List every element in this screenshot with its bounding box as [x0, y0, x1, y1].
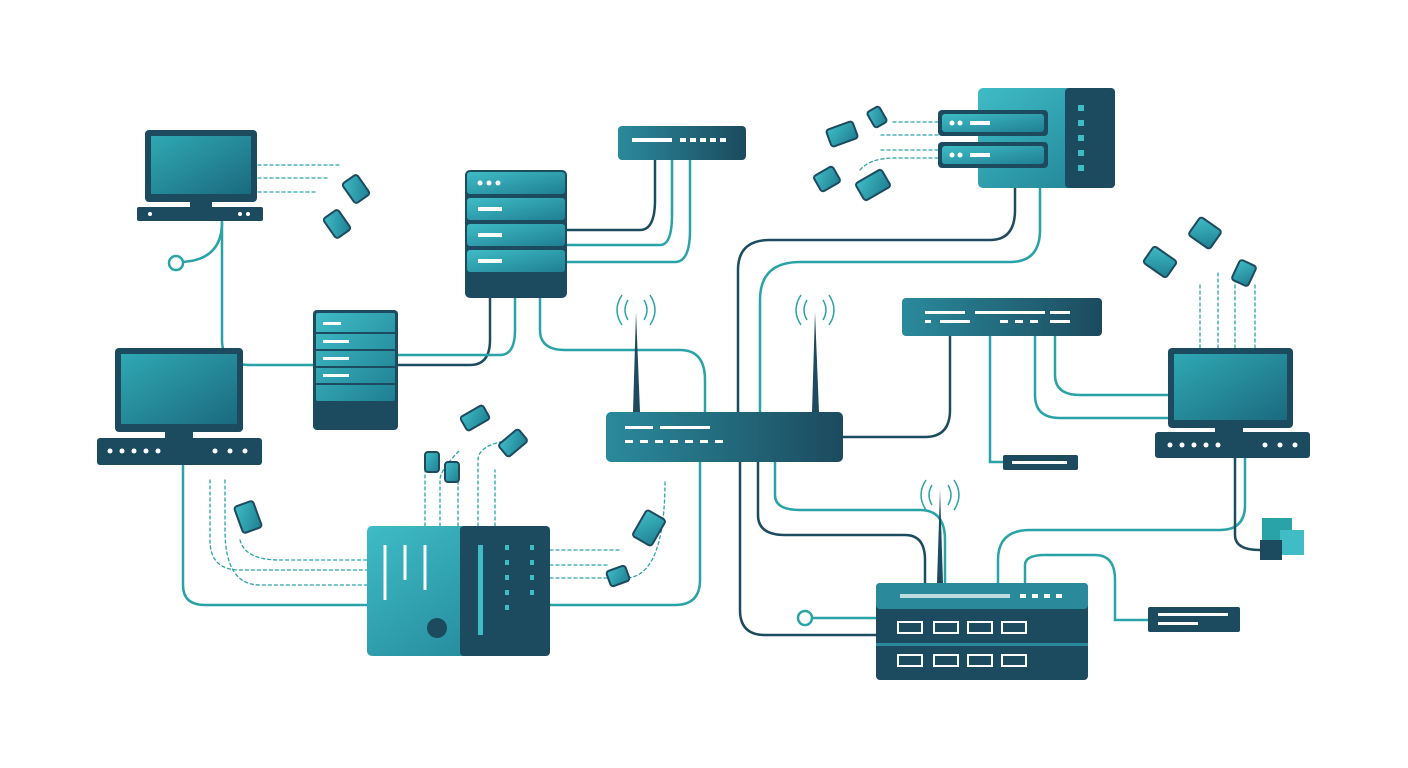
- cable: [841, 334, 952, 439]
- dashed-link: [1199, 269, 1256, 349]
- cable: [181, 463, 369, 607]
- cable: [758, 186, 1042, 414]
- wifi-signal-icon: [616, 294, 835, 326]
- desktop-computer-right[interactable]: [1155, 348, 1310, 458]
- server-rack-top-right[interactable]: [938, 88, 1115, 188]
- cable: [220, 220, 315, 367]
- desktop-computer-top-left[interactable]: [137, 130, 263, 221]
- small-network-device[interactable]: [1003, 455, 1078, 470]
- cable-endpoint: [796, 609, 814, 627]
- cables: [167, 121, 1262, 637]
- cable-endpoint: [167, 254, 185, 272]
- desktop-computer-left[interactable]: [97, 348, 262, 465]
- network-switch-right[interactable]: [902, 298, 1102, 336]
- patch-panel[interactable]: [367, 526, 550, 656]
- dashed-link: [859, 121, 939, 171]
- cable: [773, 460, 947, 585]
- small-server[interactable]: [313, 310, 398, 430]
- cable: [396, 296, 492, 367]
- cable: [565, 158, 657, 232]
- dashed-link: [209, 479, 368, 586]
- cable: [176, 220, 224, 264]
- server-tower[interactable]: [465, 170, 567, 298]
- cable: [736, 186, 1017, 414]
- cable: [738, 460, 878, 637]
- connector-plugs: [233, 105, 1304, 588]
- cable: [548, 460, 702, 607]
- cable: [756, 460, 927, 585]
- cable: [565, 158, 692, 264]
- cable: [1053, 334, 1170, 397]
- network-switch-top[interactable]: [618, 126, 746, 160]
- network-switch-bottom-right[interactable]: [876, 479, 1088, 680]
- cable: [538, 296, 707, 414]
- small-network-device[interactable]: [1148, 607, 1240, 632]
- cable: [1023, 553, 1150, 622]
- cable: [396, 296, 517, 357]
- cable: [1233, 456, 1262, 552]
- cable: [996, 456, 1247, 585]
- dashed-link: [257, 164, 341, 193]
- cable: [988, 334, 1005, 464]
- cable: [1033, 334, 1170, 420]
- wireless-router[interactable]: [606, 294, 843, 462]
- wifi-signal-icon: [920, 479, 960, 511]
- cable: [565, 158, 674, 247]
